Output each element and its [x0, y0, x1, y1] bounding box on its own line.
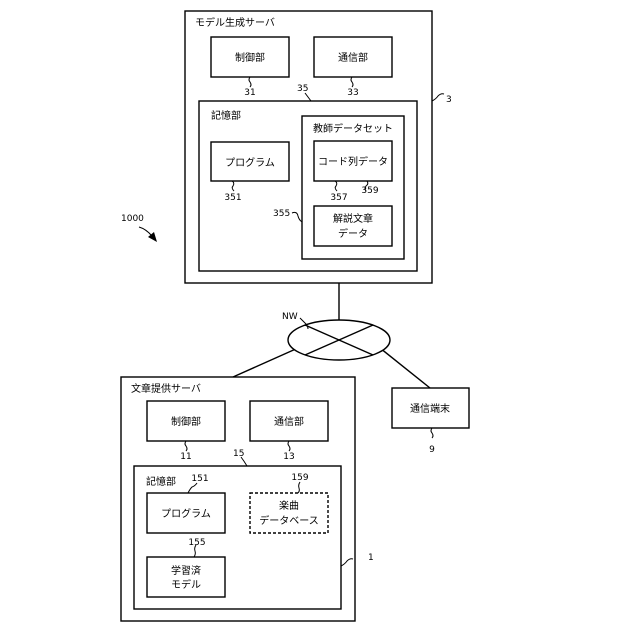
model-control-ref: 31: [244, 88, 255, 98]
commentary-box: [314, 206, 392, 246]
system-ref-arrow: [139, 227, 157, 242]
text-server: [121, 377, 355, 621]
text-program-ref: 151: [191, 474, 208, 484]
text-control-label: 制御部: [171, 415, 201, 428]
text-program-label: プログラム: [161, 507, 211, 520]
terminal-leader: [431, 428, 433, 438]
text-comm-ref: 13: [283, 452, 294, 462]
network-label: NW: [282, 312, 298, 322]
model-server-title: モデル生成サーバ: [195, 16, 275, 29]
terminal-ref: 9: [429, 445, 435, 455]
model-comm-ref: 33: [347, 88, 358, 98]
teacher-set-ref: 355: [273, 209, 290, 219]
text-server-ref: 1: [368, 553, 374, 563]
terminal-label: 通信端末: [410, 402, 450, 415]
text-comm-label: 通信部: [274, 415, 304, 428]
commentary-line2: データ: [338, 227, 368, 240]
teacher-set-label: 教師データセット: [313, 122, 393, 135]
model-server: [185, 11, 432, 283]
text-server-leaders: [185, 441, 353, 566]
model-program-ref: 351: [224, 193, 241, 203]
commentary-line1: 解説文章: [333, 212, 373, 225]
commentary-ref: 359: [361, 186, 378, 196]
music-db-ref: 159: [291, 473, 308, 483]
network-icon: [288, 320, 390, 360]
model-server-ref: 3: [446, 95, 452, 105]
system-ref: 1000: [121, 214, 144, 224]
model-control-label: 制御部: [235, 51, 265, 64]
text-storage-label: 記憶部: [146, 475, 176, 488]
code-seq-label: コード列データ: [318, 155, 388, 168]
code-seq-ref: 357: [330, 193, 347, 203]
model-server-box: [185, 11, 432, 283]
model-storage-label: 記憶部: [211, 109, 241, 122]
music-db-line2: データベース: [259, 514, 319, 527]
text-storage-ref: 15: [233, 449, 244, 459]
trained-model-box: [147, 557, 225, 597]
text-control-ref: 11: [180, 452, 191, 462]
music-db-box: [250, 493, 328, 533]
trained-model-line1: 学習済: [171, 564, 201, 577]
model-comm-label: 通信部: [338, 51, 368, 64]
trained-model-ref: 155: [188, 538, 205, 548]
music-db-line1: 楽曲: [279, 499, 299, 512]
text-server-box: [121, 377, 355, 621]
model-storage-ref: 35: [297, 84, 308, 94]
text-server-title: 文章提供サーバ: [131, 382, 201, 395]
trained-model-line2: モデル: [171, 578, 201, 591]
model-program-label: プログラム: [225, 156, 275, 169]
